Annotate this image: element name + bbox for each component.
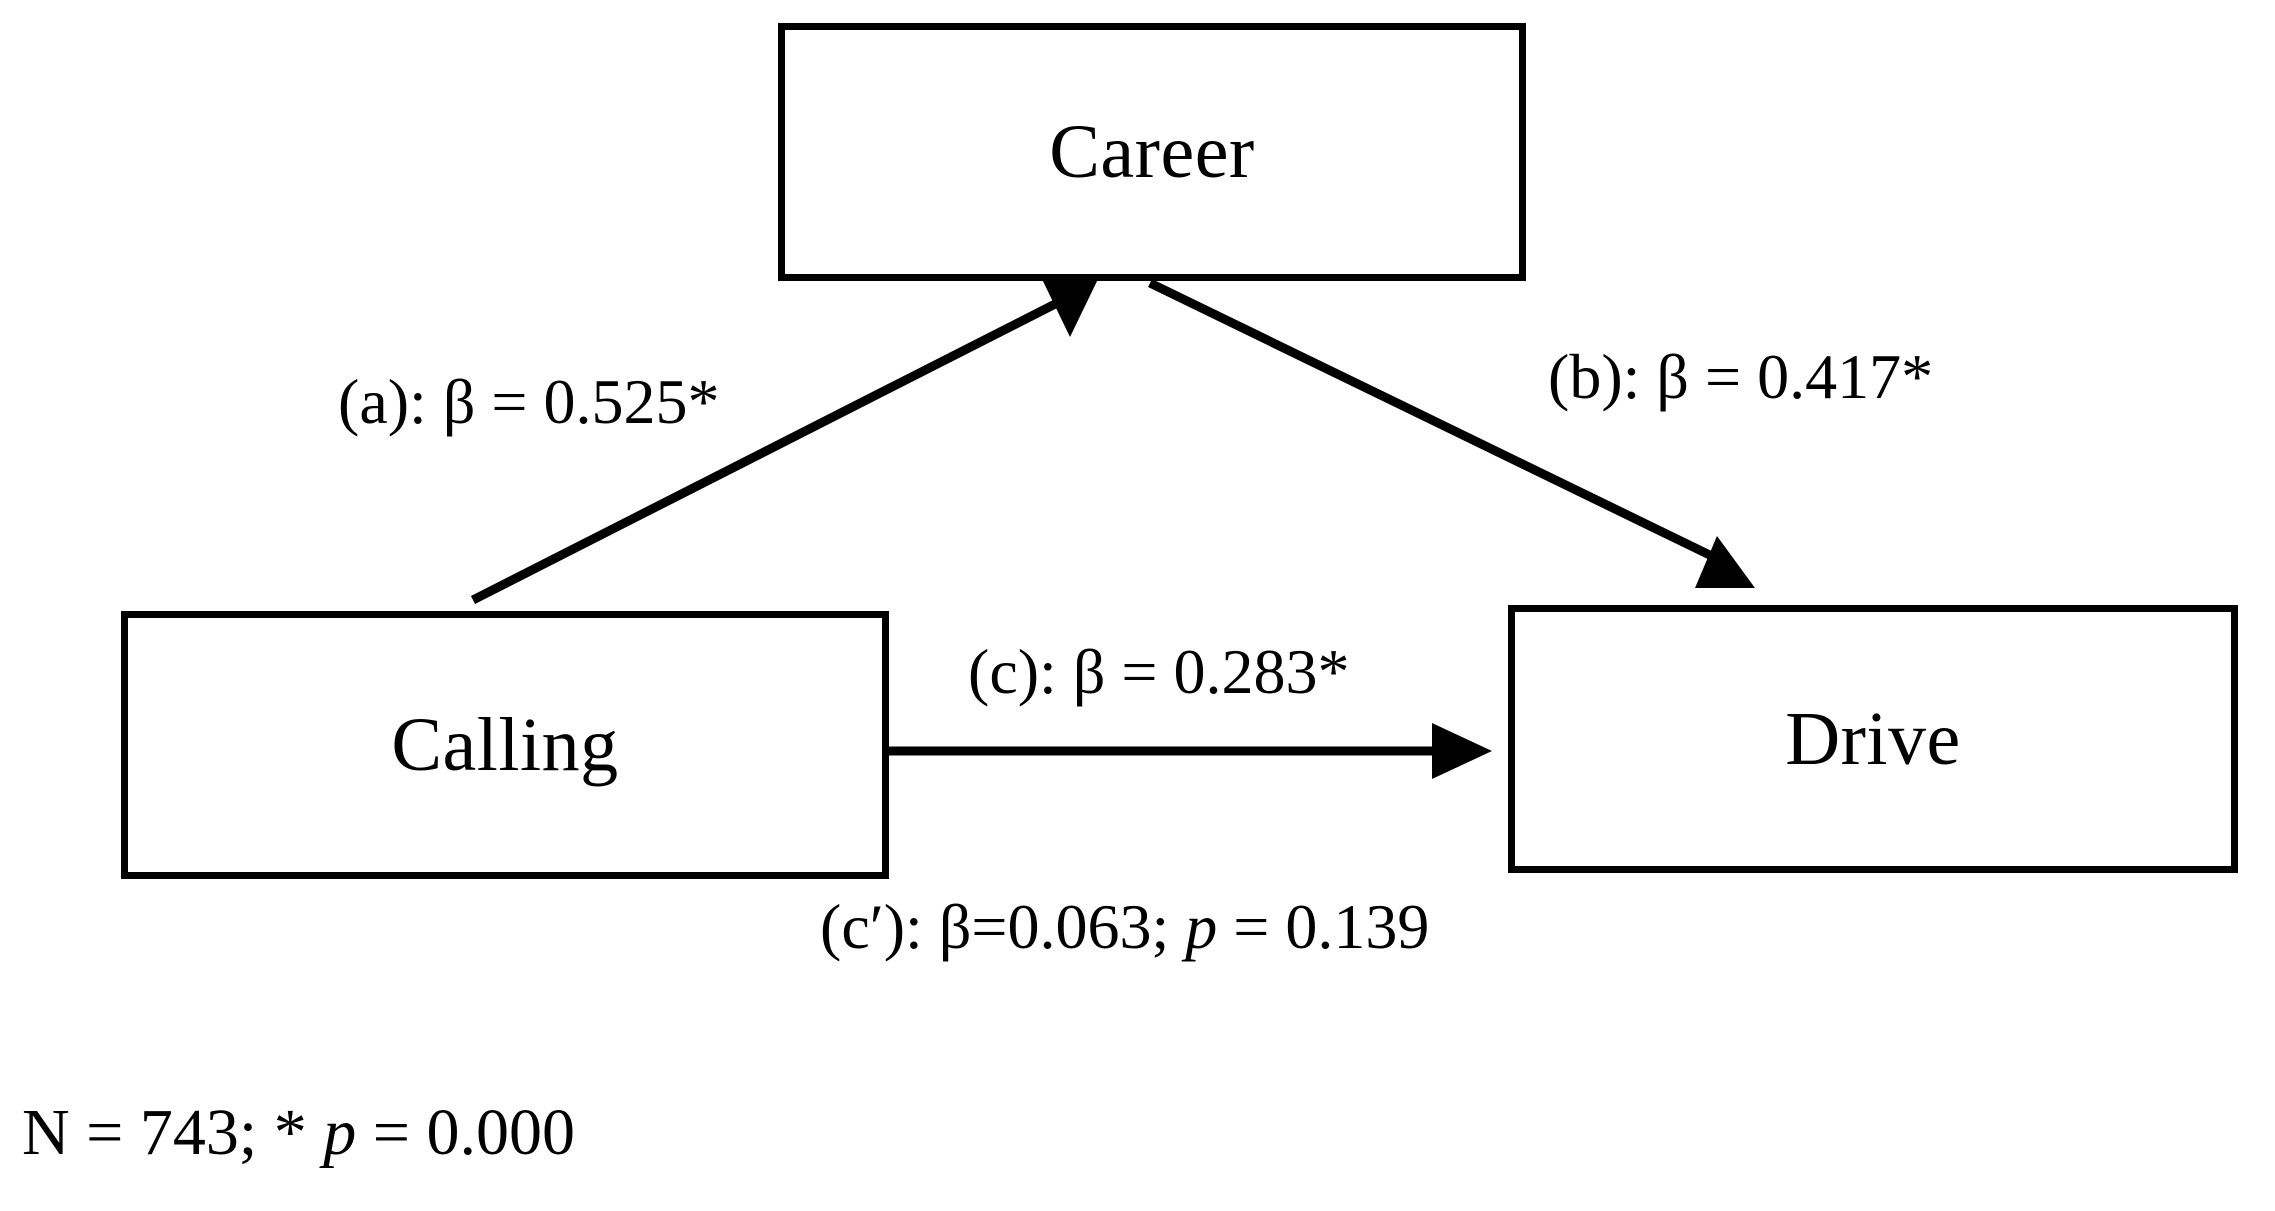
node-calling-label: Calling bbox=[391, 703, 619, 787]
edge-label-c-prime-before: (c′): β=0.063; bbox=[820, 891, 1186, 962]
footnote-sample-and-significance: N = 743; * p = 0.000 bbox=[22, 1100, 575, 1166]
footnote-before: N = 743; * bbox=[22, 1096, 324, 1169]
edge-label-c-prime-after: = 0.139 bbox=[1217, 891, 1430, 962]
edge-label-a: (a): β = 0.525* bbox=[338, 366, 720, 437]
edge-label-c-prime: (c′): β=0.063; p = 0.139 bbox=[820, 895, 1429, 959]
node-drive: Drive bbox=[1508, 605, 2238, 873]
footnote-after: = 0.000 bbox=[356, 1096, 575, 1169]
arrow-path-a bbox=[470, 275, 1100, 605]
node-calling: Calling bbox=[121, 611, 889, 879]
node-career: Career bbox=[778, 23, 1526, 281]
node-drive-label: Drive bbox=[1785, 697, 1961, 781]
edge-label-c-prime-p-symbol: p bbox=[1185, 891, 1218, 962]
edge-label-c: (c): β = 0.283* bbox=[968, 636, 1350, 707]
node-career-label: Career bbox=[1049, 110, 1255, 194]
edge-label-b: (b): β = 0.417* bbox=[1548, 341, 1934, 412]
footnote-p-symbol: p bbox=[323, 1096, 357, 1169]
arrow-path-b bbox=[1148, 278, 1755, 588]
arrow-path-c bbox=[889, 723, 1492, 779]
